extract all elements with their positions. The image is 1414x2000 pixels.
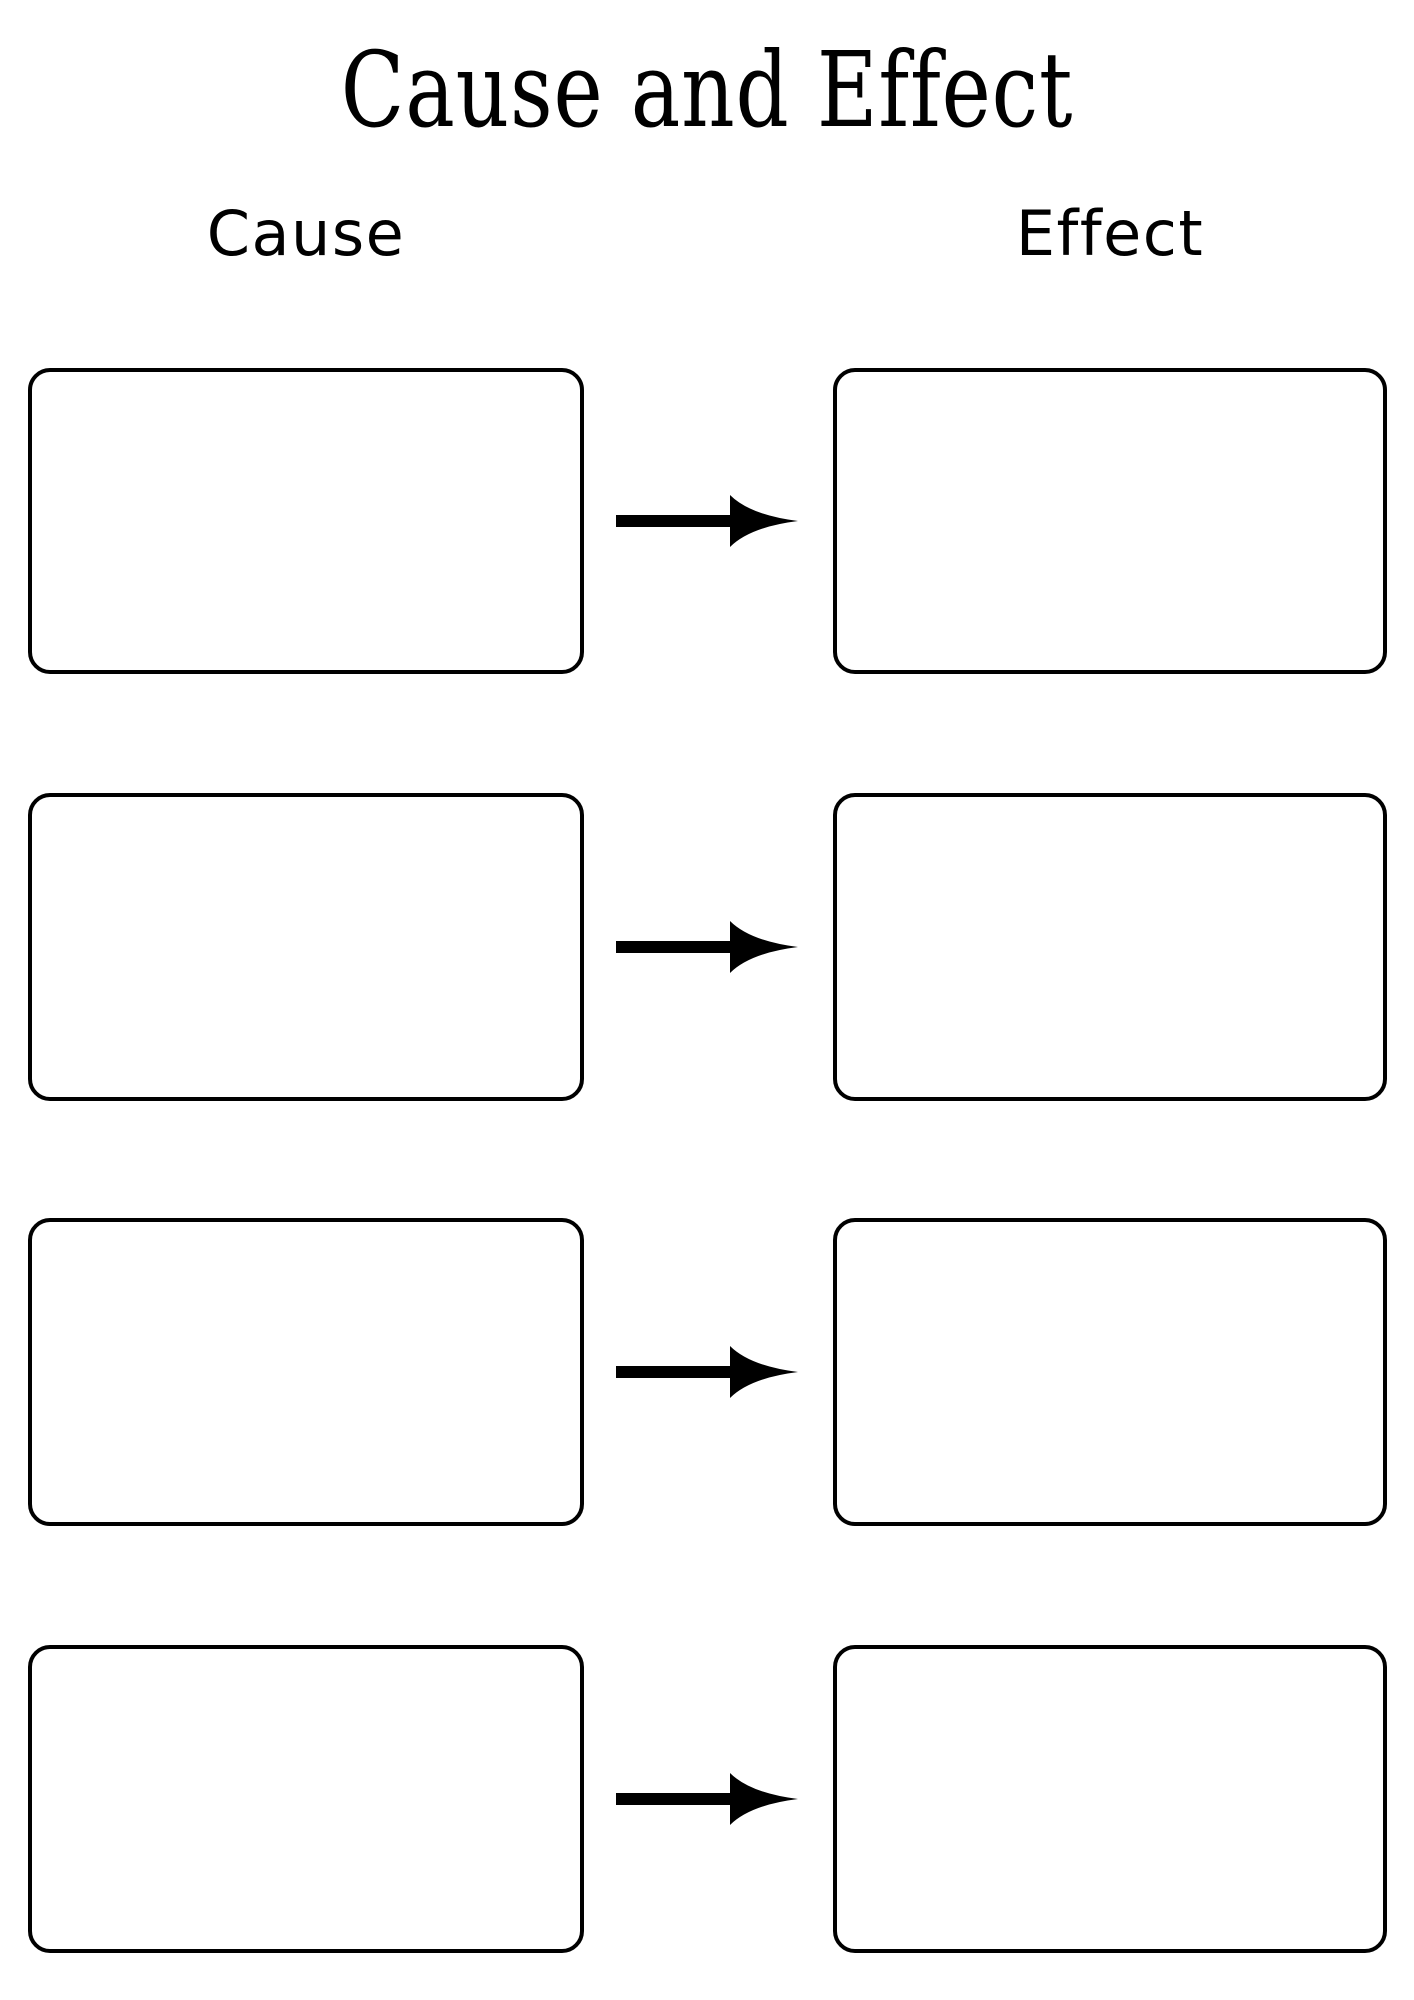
cause-box[interactable] [28, 368, 584, 674]
column-heading-cause: Cause [206, 197, 406, 270]
cause-effect-row [0, 1645, 1414, 1953]
cause-box[interactable] [28, 793, 584, 1101]
arrow-right-icon [612, 1332, 812, 1412]
arrow-right-icon [612, 1759, 812, 1839]
effect-box[interactable] [833, 1218, 1387, 1526]
column-heading-effect: Effect [1015, 197, 1205, 270]
cause-box[interactable] [28, 1645, 584, 1953]
arrow-right-icon [612, 481, 812, 561]
cause-effect-row [0, 368, 1414, 674]
cause-effect-row [0, 793, 1414, 1101]
effect-box[interactable] [833, 793, 1387, 1101]
page-title: Cause and Effect [340, 29, 1074, 151]
cause-effect-row [0, 1218, 1414, 1526]
effect-box[interactable] [833, 1645, 1387, 1953]
arrow-right-icon [612, 907, 812, 987]
effect-box[interactable] [833, 368, 1387, 674]
cause-box[interactable] [28, 1218, 584, 1526]
